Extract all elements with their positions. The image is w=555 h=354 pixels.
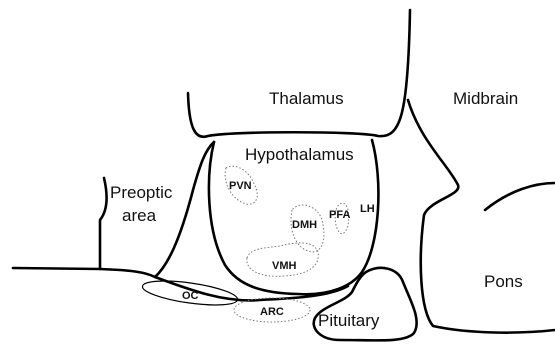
pituitary-label: Pituitary	[318, 311, 380, 330]
pons-label: Pons	[484, 272, 523, 291]
oc-label: OC	[182, 290, 199, 302]
lh-label: LH	[360, 203, 375, 215]
thalamus-label: Thalamus	[269, 89, 344, 108]
pons-boundary	[485, 183, 555, 210]
dmh-label: DMH	[292, 219, 317, 231]
midbrain-boundary	[408, 100, 555, 333]
preoptic-wall	[100, 142, 214, 277]
arc-label: ARC	[260, 306, 284, 318]
preoptic-label-line2: area	[122, 206, 157, 225]
preoptic-boundary	[13, 178, 107, 269]
pfa-label: PFA	[329, 209, 350, 221]
preoptic-label-line1: Preoptic	[110, 183, 173, 202]
midbrain-label: Midbrain	[453, 89, 518, 108]
vmh-label: VMH	[272, 260, 297, 272]
pvn-label: PVN	[229, 180, 252, 192]
thalamus-boundary	[188, 10, 410, 137]
hypothalamus-label: Hypothalamus	[245, 145, 354, 164]
